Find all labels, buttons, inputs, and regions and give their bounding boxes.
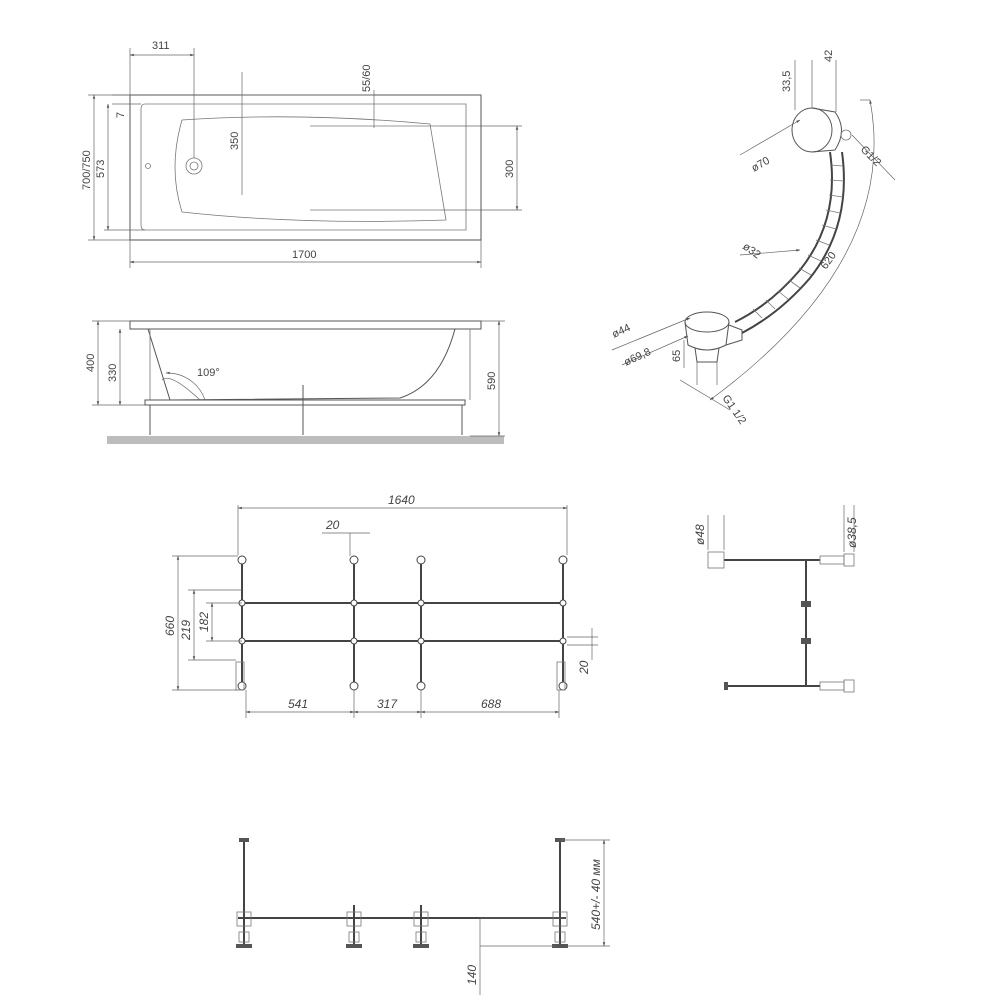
dim-d38-5: ø38,5 — [845, 517, 859, 548]
dim-311: 311 — [152, 40, 170, 52]
dim-20-side: 20 — [577, 660, 591, 675]
dim-541: 541 — [288, 697, 308, 711]
dim-317: 317 — [377, 697, 398, 711]
dim-660: 660 — [163, 616, 177, 636]
dim-573: 573 — [95, 160, 107, 178]
frame-side-view: ø48 ø38,5 — [693, 505, 859, 693]
dim-42: 42 — [823, 50, 835, 62]
dim-140: 140 — [465, 965, 479, 985]
dim-d44: ø44 — [610, 322, 632, 341]
dim-700-750: 700/750 — [81, 150, 93, 190]
dim-33-5: 33,5 — [781, 71, 793, 92]
dim-65: 65 — [671, 350, 683, 362]
dim-1640: 1640 — [388, 493, 415, 507]
drain-cap — [684, 311, 730, 333]
dim-182: 182 — [197, 612, 211, 632]
dim-300: 300 — [504, 160, 516, 178]
corrugated-hose — [734, 151, 833, 323]
drain-overflow-assembly: 33,5 42 ø70 G1/2 ø32 620 ø44 ø69,8 65 G1… — [610, 50, 896, 427]
dim-d32: ø32 — [740, 241, 762, 262]
dim-20-top: 20 — [325, 518, 340, 532]
dim-330: 330 — [107, 364, 119, 382]
dim-d70: ø70 — [750, 155, 772, 175]
dim-1700: 1700 — [292, 249, 316, 261]
dim-d69-8: ø69,8 — [622, 346, 653, 369]
angle-109: 109° — [197, 367, 220, 379]
dim-620: 620 — [819, 250, 839, 272]
dim-540: 540+/- 40 мм — [589, 859, 603, 930]
tub-rim-side — [129, 320, 482, 330]
overflow-hole — [145, 163, 151, 169]
dim-219: 219 — [179, 620, 193, 641]
dim-55-60: 55/60 — [361, 64, 373, 92]
dim-400: 400 — [85, 354, 97, 372]
dim-d48: ø48 — [693, 524, 707, 545]
drain-hole — [185, 157, 203, 175]
dim-350: 350 — [229, 132, 241, 150]
tub-body-side — [147, 328, 456, 401]
thread-g1-1-2: G1 1/2 — [720, 393, 749, 427]
frame-plan-view: 1640 20 660 219 182 20 541 317 — [163, 493, 598, 718]
bathtub-top-view: 311 55/60 350 7 700/750 573 300 1700 — [81, 40, 522, 268]
overflow-cap — [791, 107, 833, 153]
dim-688: 688 — [481, 697, 501, 711]
floor — [107, 436, 504, 444]
dim-590: 590 — [486, 372, 498, 390]
bathtub-side-view: 109° 400 330 590 — [85, 320, 505, 444]
thread-g1-2: G1/2 — [858, 144, 883, 169]
dim-7: 7 — [115, 112, 127, 118]
frame-rail-side — [144, 399, 466, 406]
frame-front-view: 540+/- 40 мм 140 — [236, 838, 610, 995]
tub-basin — [174, 116, 447, 222]
